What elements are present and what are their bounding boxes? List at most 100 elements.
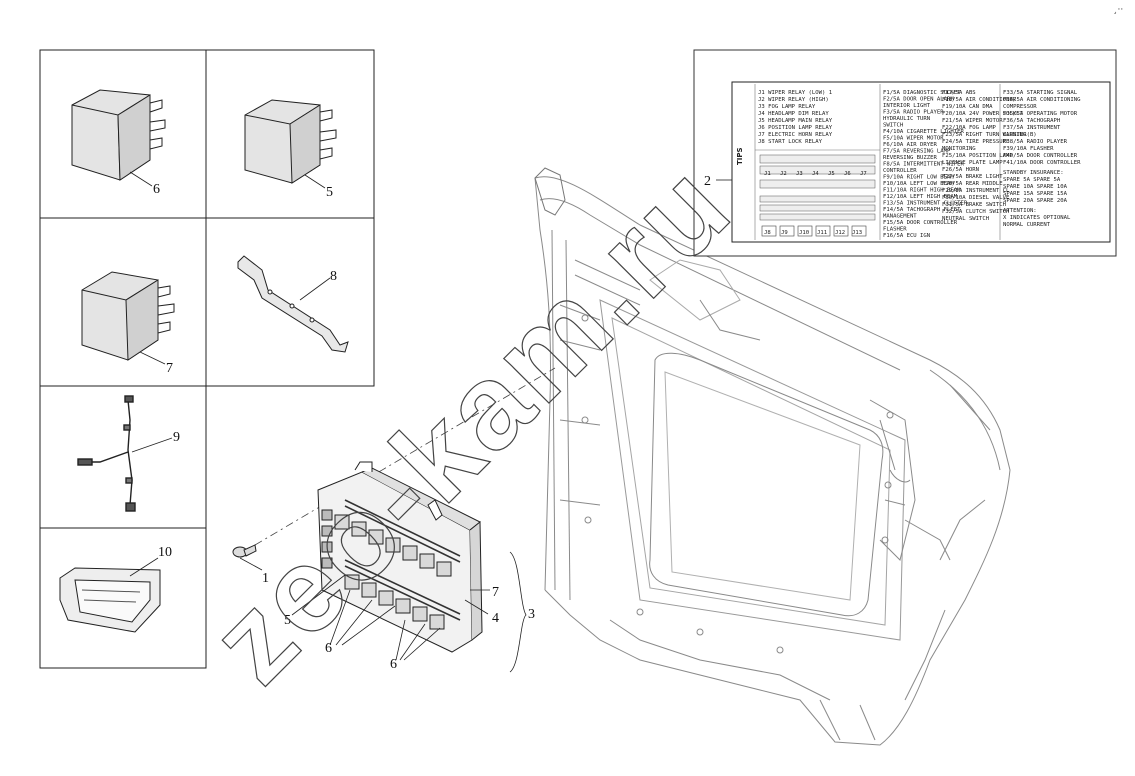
relay-slot: J10 bbox=[799, 230, 809, 236]
fuse-line: CLUSTER(B) bbox=[1003, 132, 1037, 138]
fuse-line: F14/5A TACHOGRAPH FLEET bbox=[883, 207, 961, 213]
relay-line: J7 ELECTRIC HORN RELAY bbox=[758, 132, 833, 138]
fuse-line: COMPRESSOR bbox=[1003, 104, 1037, 110]
fuse-line: F5/10A WIPER MOTOR bbox=[883, 136, 944, 142]
relay-slot: J13 bbox=[852, 230, 862, 236]
fuse-line: REVERSING BUZZER bbox=[883, 155, 938, 161]
relay-slot: J11 bbox=[817, 230, 827, 236]
fuse-line: F11/10A RIGHT HIGH BEAM bbox=[883, 188, 961, 194]
relay-line: J3 FOG LAMP RELAY bbox=[758, 104, 816, 110]
leader-8 bbox=[299, 277, 331, 301]
fuse-line: F33/5A STARTING SIGNAL bbox=[1003, 90, 1078, 96]
relay-5-drawing bbox=[244, 99, 337, 184]
detail-panel-grid bbox=[39, 49, 375, 669]
fuse-list-right: F33/5A STARTING SIGNAL F34/5A AIR CONDIT… bbox=[1003, 90, 1081, 228]
fuse-line: F9/10A RIGHT LOW BEAM bbox=[883, 175, 954, 181]
fuse-line: F38/5A RADIO PLAYER bbox=[1003, 139, 1068, 145]
relay-list: J1 WIPER RELAY (LOW) 1 J2 WIPER RELAY (H… bbox=[758, 90, 833, 145]
fuse-label-panel bbox=[693, 49, 1117, 257]
fuse-line: F10/10A LEFT LOW BEAM bbox=[883, 181, 954, 187]
relay-line: J4 HEADLAMP DIM RELAY bbox=[758, 111, 829, 117]
fuse-line: F8/5A INTERMITTENT WIPER bbox=[883, 162, 964, 168]
harness-9-drawing bbox=[77, 395, 136, 512]
fuse-line: F23/5A RIGHT TURN WARNING bbox=[942, 132, 1027, 138]
fuse-line: SPARE 20A SPARE 20A bbox=[1003, 198, 1068, 204]
fuse-line: CONTROLLER bbox=[883, 168, 917, 174]
fuse-line: SPARE 15A SPARE 15A bbox=[1003, 191, 1068, 197]
fuse-label-tips: TIPS bbox=[736, 147, 744, 165]
fuse-line: F27/5A BRAKE LIGHT bbox=[942, 174, 1003, 180]
fuse-line: SPARE 5A SPARE 5A bbox=[1003, 177, 1061, 183]
relay-7-drawing bbox=[81, 271, 175, 361]
fuse-list-mid: F17/5A ABS F18/5A AIR CONDITIONER F19/10… bbox=[942, 90, 1027, 222]
fuse-line: F39/10A FLASHER bbox=[1003, 146, 1054, 152]
leader-5-box bbox=[304, 174, 326, 189]
fuse-line: F1/5A DIAGNOSTIC SOCKET bbox=[883, 90, 961, 96]
fuse-line: F21/5A WIPER MOTOR bbox=[942, 118, 1003, 124]
leader-7-box bbox=[139, 351, 166, 365]
relay-line: J1 WIPER RELAY (LOW) 1 bbox=[758, 90, 832, 96]
fuse-line: F2/5A DOOR OPEN ALARM bbox=[883, 97, 954, 103]
callout-3: 3 bbox=[528, 607, 535, 622]
panel-harness-9 bbox=[39, 385, 207, 529]
panel-cover-10 bbox=[39, 527, 207, 669]
relay-slot: J7 bbox=[860, 171, 867, 177]
fuse-line: F7/5A REVERSING LAMP bbox=[883, 149, 951, 155]
fuse-line: F32/5A CLUTCH SWITCH bbox=[942, 209, 1009, 215]
fuse-line: F15/5A DOOR CONTROLLER bbox=[883, 220, 958, 226]
callout-6-board-a: 6 bbox=[325, 641, 332, 656]
relay-line: J2 WIPER RELAY (HIGH) bbox=[758, 97, 829, 103]
leader-9 bbox=[131, 437, 173, 453]
callout-5-board: 5 bbox=[284, 613, 291, 628]
fuse-line: F13/5A INSTRUMENT CLUSTER bbox=[883, 201, 968, 207]
fuse-line: F6/10A AIR DRYER bbox=[883, 142, 938, 148]
fuse-line: F25/10A POSITION LAMP bbox=[942, 153, 1013, 159]
fuse-line: F17/5A ABS bbox=[942, 90, 976, 96]
fuse-line: INTERIOR LIGHT bbox=[883, 103, 931, 109]
fuse-line: NORMAL CURRENT bbox=[1003, 222, 1051, 228]
relay-slot: J12 bbox=[835, 230, 845, 236]
cab-front-panel bbox=[534, 167, 1011, 746]
relay-slot: J3 bbox=[796, 171, 803, 177]
relay-line: J6 POSITION LAMP RELAY bbox=[758, 125, 833, 131]
relay-slot: J6 bbox=[844, 171, 851, 177]
relay-slot: J2 bbox=[780, 171, 787, 177]
callout-8: 8 bbox=[330, 269, 337, 284]
relay-6-drawing bbox=[71, 89, 166, 181]
leader-10 bbox=[129, 557, 159, 577]
mounting-leader-line bbox=[254, 367, 556, 546]
callout-7-board: 7 bbox=[492, 585, 499, 600]
cover-10-drawing bbox=[59, 567, 161, 633]
relay-line: J8 START LOCK RELAY bbox=[758, 139, 823, 145]
relay-slot: J4 bbox=[812, 171, 819, 177]
fuse-line: MANAGEMENT bbox=[883, 214, 917, 220]
callout-2: 2 bbox=[704, 174, 711, 189]
relay-slot: J8 bbox=[764, 230, 771, 236]
fuse-line: F40/5A DOOR CONTROLLER bbox=[1003, 153, 1078, 159]
fuse-line: SWITCH bbox=[883, 123, 903, 129]
relay-slot: J1 bbox=[764, 171, 771, 177]
corner-mark: ¸·· bbox=[1113, 5, 1123, 15]
relay-slot-row-bottom: J8 J9 J10 J11 J12 J13 bbox=[764, 230, 862, 236]
panel-bracket-8 bbox=[205, 217, 375, 387]
relay-slot-row-top: J1 J2 J3 J4 J5 J6 J7 bbox=[764, 171, 867, 177]
fuse-line: F22/10A FOG LAMP bbox=[942, 125, 997, 131]
callout-6-board-b: 6 bbox=[390, 657, 397, 672]
callout-1: 1 bbox=[262, 571, 269, 586]
fuse-line: ATTENTION: bbox=[1003, 208, 1037, 214]
fuse-line: F19/10A CAN DMA bbox=[942, 104, 993, 110]
fuse-line: HYDRAULIC TURN bbox=[883, 116, 930, 122]
fuse-line: F12/10A LEFT HIGH BEAM bbox=[883, 194, 958, 200]
fuse-line: F36/5A TACHOGRAPH bbox=[1003, 118, 1060, 124]
fuse-line: F26/5A HORN bbox=[942, 167, 979, 173]
fuse-list-left: F1/5A DIAGNOSTIC SOCKET F2/5A DOOR OPEN … bbox=[883, 90, 968, 239]
fuse-line: F31/5A BRAKE SWITCH bbox=[942, 202, 1006, 208]
callout-5-box: 5 bbox=[326, 185, 333, 200]
leader-1 bbox=[239, 557, 263, 571]
relay-line: J5 HEADLAMP MAIN RELAY bbox=[758, 118, 833, 124]
screw-1-drawing bbox=[232, 544, 257, 558]
fuse-line: F16/5A ECU IGN bbox=[883, 233, 930, 239]
fuse-line: F41/10A DOOR CONTROLLER bbox=[1003, 160, 1081, 166]
fuse-line: SPARE 10A SPARE 10A bbox=[1003, 184, 1068, 190]
